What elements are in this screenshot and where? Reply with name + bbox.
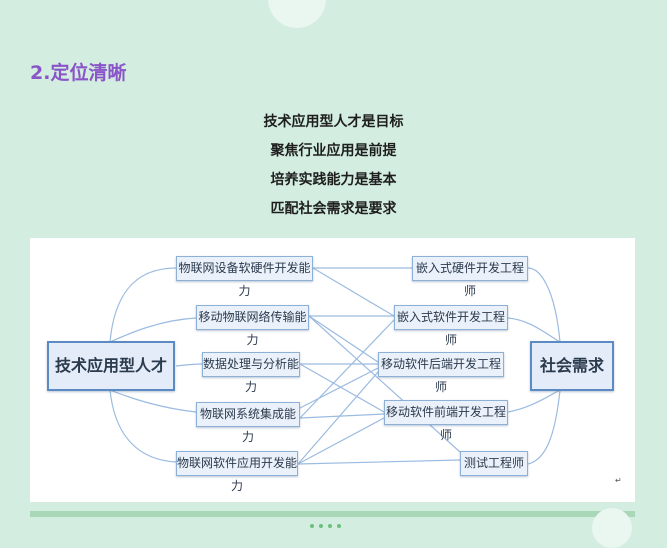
- key-point-3: 培养实践能力是基本: [270, 172, 397, 188]
- positioning-diagram: 技术应用型人才 社会需求 物联网设备软硬件开发能力 移动物联网络传输能力 数据处…: [30, 238, 635, 502]
- node-social-demand: 社会需求: [530, 341, 614, 391]
- ability-software-app-dev: 物联网软件应用开发能力: [176, 451, 298, 493]
- paragraph-mark: ↵: [615, 476, 622, 485]
- position-embedded-software: 嵌入式软件开发工程师: [394, 305, 508, 347]
- position-mobile-frontend: 移动软件前端开发工程师: [384, 400, 508, 442]
- key-points-list: 技术应用型人才是目标 聚焦行业应用是前提 培养实践能力是基本 匹配社会需求是要求: [0, 108, 667, 224]
- dot: [328, 524, 332, 528]
- node-talent: 技术应用型人才: [47, 341, 175, 391]
- key-point-2: 聚焦行业应用是前提: [270, 143, 397, 159]
- bottom-bar: [30, 511, 635, 517]
- connector-lines: [109, 267, 561, 465]
- position-mobile-backend: 移动软件后端开发工程师: [378, 352, 504, 394]
- decorative-circle-bottom: [592, 508, 632, 548]
- ability-system-integration: 物联网系统集成能力: [196, 402, 300, 444]
- position-embedded-hardware: 嵌入式硬件开发工程师: [412, 256, 528, 298]
- key-point-4: 匹配社会需求是要求: [270, 201, 397, 217]
- dot: [310, 524, 314, 528]
- ability-data-analysis: 数据处理与分析能力: [202, 352, 300, 394]
- ability-mobile-iot-transmission: 移动物联网络传输能力: [196, 305, 309, 347]
- decorative-circle-top: [268, 0, 326, 28]
- ability-iot-device-dev: 物联网设备软硬件开发能力: [176, 256, 313, 298]
- dot: [319, 524, 323, 528]
- slide-dots: [310, 513, 350, 528]
- position-test-engineer: 测试工程师: [460, 451, 528, 476]
- dot: [337, 524, 341, 528]
- key-point-1: 技术应用型人才是目标: [263, 114, 404, 130]
- section-title: 2.定位清晰: [30, 62, 127, 84]
